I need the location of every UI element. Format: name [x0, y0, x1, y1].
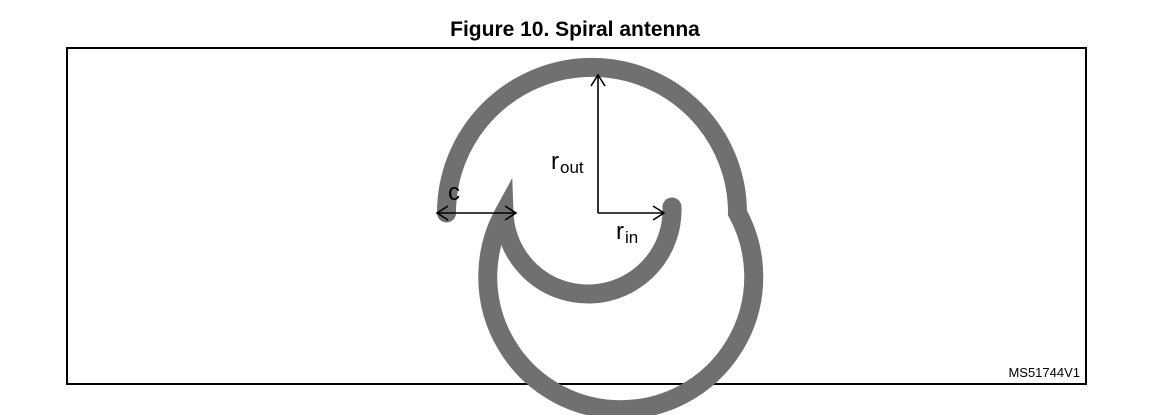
figure-frame: [66, 47, 1087, 385]
r-in-label-main: r: [616, 218, 624, 245]
figure-title: Figure 10. Spiral antenna: [450, 18, 700, 41]
r-out-label: rout: [551, 148, 584, 177]
spiral-trace: [437, 58, 764, 415]
r-in-label-sub: in: [625, 228, 638, 247]
c-arrowhead-right: [504, 205, 518, 221]
c-arrowhead-left: [435, 205, 449, 221]
r-out-label-main: r: [551, 148, 559, 175]
r-in-arrowhead: [652, 205, 666, 221]
r-out-label-sub: out: [560, 158, 584, 177]
figure-id: MS51744V1: [1008, 365, 1080, 380]
c-label: c: [448, 179, 460, 206]
r-out-arrowhead: [590, 73, 606, 87]
r-in-label: rin: [616, 218, 638, 247]
